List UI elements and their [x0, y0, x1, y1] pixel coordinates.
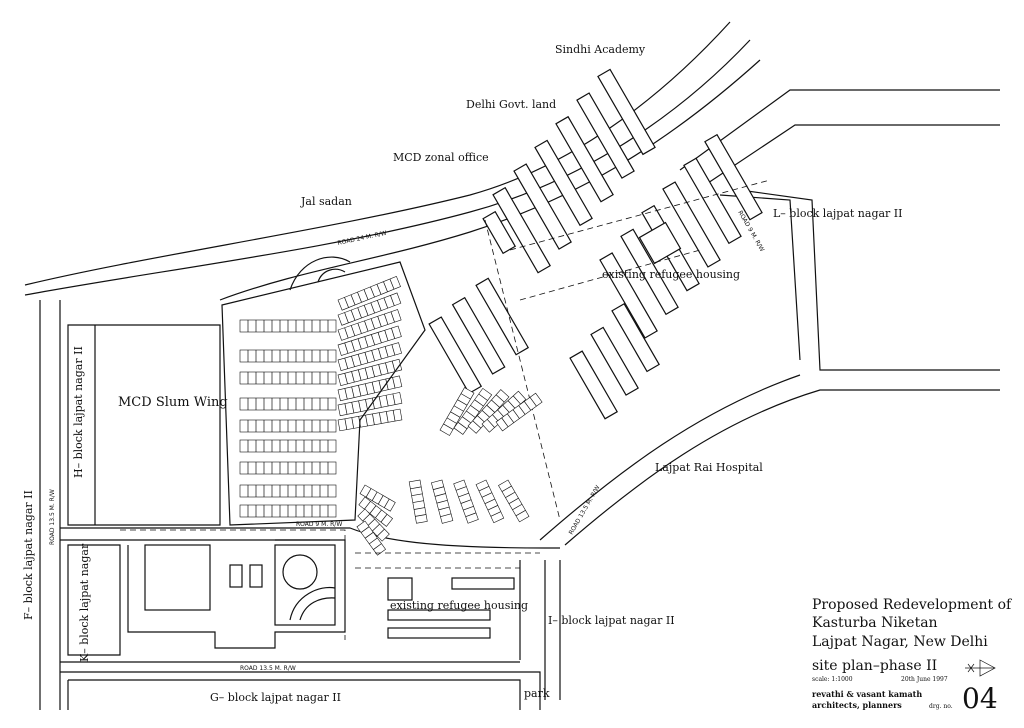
label-existing-refugee-housing-bottom: existing refugee housing — [390, 599, 528, 612]
road-label-13-5m-bottom: ROAD 13.5 M. R/W — [240, 665, 296, 672]
housing-row — [337, 408, 403, 432]
housing-row — [453, 479, 479, 524]
housing-row — [357, 508, 390, 542]
housing-row — [439, 387, 475, 436]
housing-row — [337, 309, 402, 341]
housing-row — [337, 342, 402, 371]
institutional-building — [120, 529, 346, 649]
title-line-1: Proposed Redevelopment of — [812, 597, 1013, 613]
label-sindhi-academy: Sindhi Academy — [555, 43, 646, 56]
housing-row — [475, 479, 505, 524]
road-label-13-5m-left: ROAD 13.5 M. R/W — [49, 489, 56, 545]
housing-row — [337, 358, 403, 387]
housing-row — [337, 292, 402, 326]
housing-row — [239, 371, 337, 385]
firm-line-2: architects, planners — [812, 700, 902, 710]
label-h-block: H– block lajpat nagar II — [72, 346, 85, 478]
housing-row — [356, 520, 386, 556]
road-label-24m: ROAD 24 M. R/W — [337, 230, 388, 247]
firm-line-1: revathi & vasant kamath — [812, 689, 922, 699]
label-i-block: I– block lajpat nagar II — [548, 614, 675, 627]
scale-text: scale: 1:1000 — [812, 676, 853, 683]
proposed-housing-fan — [337, 276, 403, 432]
housing-row — [239, 319, 337, 333]
label-jal-sadan: Jal sadan — [300, 195, 352, 208]
site-boundary — [221, 261, 426, 526]
road-label-9m-center: ROAD 9 M. R/W — [296, 521, 342, 528]
sheet-title: site plan–phase II — [812, 658, 937, 674]
label-l-block: L– block lajpat nagar II — [773, 207, 903, 220]
north-arrow-icon — [965, 659, 996, 677]
title-block: Proposed Redevelopment of Kasturba Niket… — [812, 597, 1013, 715]
housing-row — [239, 349, 337, 363]
label-mcd-zonal-office: MCD zonal office — [393, 151, 489, 164]
title-line-3: Lajpat Nagar, New Delhi — [812, 634, 988, 650]
housing-row — [453, 387, 493, 435]
housing-row — [358, 496, 394, 527]
title-line-2: Kasturba Niketan — [812, 615, 938, 631]
housing-row — [239, 461, 337, 475]
housing-row — [495, 392, 543, 432]
housing-row — [239, 439, 337, 453]
housing-row — [359, 484, 396, 512]
housing-row — [337, 325, 402, 356]
housing-row — [481, 390, 527, 433]
housing-row — [431, 479, 454, 524]
label-delhi-govt-land: Delhi Govt. land — [466, 98, 556, 111]
housing-row — [337, 375, 403, 402]
drawing-number: 04 — [962, 682, 998, 715]
housing-row — [239, 419, 337, 433]
housing-row — [498, 479, 530, 523]
housing-row — [337, 276, 401, 311]
label-mcd-slum-wing: MCD Slum Wing — [118, 395, 228, 410]
housing-row — [239, 484, 337, 498]
label-k-block: K– block lajpat nagar — [78, 543, 91, 662]
drg-label: drg. no. — [929, 703, 953, 710]
proposed-housing-south — [356, 387, 543, 556]
label-park: park — [524, 687, 550, 700]
housing-row — [239, 397, 337, 411]
existing-refugee-housing-top-blocks — [428, 68, 771, 521]
existing-refugee-housing-bottom-blocks — [355, 552, 540, 639]
proposed-housing-rows-left — [239, 319, 337, 518]
label-f-block: F– block lajpat nagar II — [22, 490, 35, 620]
label-lajpat-rai-hospital: Lajpat Rai Hospital — [655, 461, 763, 474]
label-existing-refugee-housing-top: existing refugee housing — [602, 268, 740, 281]
housing-row — [408, 479, 428, 524]
housing-row — [337, 392, 403, 417]
housing-row — [239, 504, 337, 518]
label-g-block: G– block lajpat nagar II — [210, 691, 341, 704]
date-text: 20th June 1997 — [901, 676, 948, 683]
